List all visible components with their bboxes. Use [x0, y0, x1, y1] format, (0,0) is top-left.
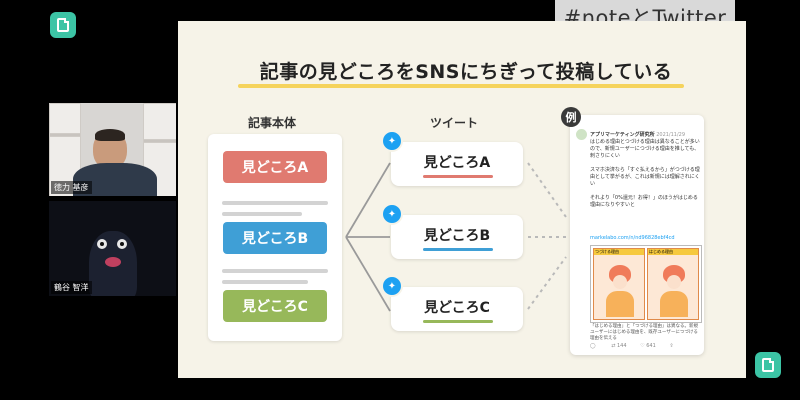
- article-highlight-a: 見どころA: [223, 151, 327, 183]
- text-line: [222, 269, 328, 273]
- panel-title-left: つづける理由: [594, 249, 644, 255]
- connector-lines: [345, 162, 391, 312]
- twitter-bird-icon: ✦: [381, 275, 403, 297]
- reply-icon[interactable]: ◯: [590, 343, 596, 349]
- note-logo-icon: [50, 12, 76, 38]
- text-line: [222, 201, 328, 205]
- tweet-card-b: ✦ 見どころB: [381, 203, 523, 259]
- twitter-bird-icon: ✦: [381, 203, 403, 225]
- tweet-label-c: 見どころC: [424, 300, 490, 316]
- article-card: 見どころA 見どころB 見どころC: [208, 134, 342, 341]
- manga-panel-right: はじめる理由: [647, 248, 699, 320]
- account-name: アプリマーケティング研究所: [590, 132, 655, 138]
- article-column-label: 記事本体: [248, 116, 297, 130]
- panel-title-right: はじめる理由: [648, 249, 698, 255]
- slide-title: 記事の見どころをSNSにちぎって投稿している: [259, 61, 673, 83]
- image-caption: 「はじめる理由」と「つづける理由」は異なる。新規ユーザーにはじめる理由を、既存ユ…: [590, 324, 698, 341]
- tweet-underline-b: [423, 248, 493, 251]
- manga-panel-left: つづける理由: [593, 248, 645, 320]
- text-line: [222, 212, 302, 216]
- tweet-card-c: ✦ 見どころC: [381, 275, 523, 331]
- tweet-body: はじめる理由とつづける理由は異なることが多いので、新規ユーザーにつづける理由を推…: [590, 139, 700, 208]
- account-avatar: [576, 129, 587, 140]
- tweet-example-card: アプリマーケティング研究所 2021/11/29 はじめる理由とつづける理由は異…: [570, 115, 704, 355]
- tweet-underline-c: [423, 320, 493, 323]
- share-icon[interactable]: ⇪: [669, 343, 674, 349]
- text-line: [222, 280, 308, 284]
- like-icon[interactable]: ♡: [640, 343, 645, 349]
- tweet-actions: ◯ ⇄ 144 ♡ 641 ⇪: [590, 343, 674, 349]
- tweet-link[interactable]: markelabo.com/n/nd96828ebf4cd: [590, 235, 675, 241]
- example-badge: 例: [561, 107, 581, 127]
- tweet-column-label: ツイート: [430, 116, 479, 130]
- presentation-slide: 記事の見どころをSNSにちぎって投稿している 記事本体 ツイート 見どころA 見…: [178, 21, 746, 378]
- participant-name-1: 徳力 基彦: [51, 181, 92, 194]
- camera-feed-1: 徳力 基彦: [49, 103, 176, 196]
- twitter-bird-icon: ✦: [381, 130, 403, 152]
- tweet-header: アプリマーケティング研究所 2021/11/29: [590, 131, 685, 138]
- note-logo-icon: [755, 352, 781, 378]
- article-highlight-b: 見どころB: [223, 222, 327, 254]
- manga-image: つづける理由 はじめる理由: [590, 245, 702, 323]
- camera-feed-2: 鶴谷 智洋: [49, 201, 176, 296]
- tweet-underline-a: [423, 175, 493, 178]
- retweet-count: 144: [617, 343, 627, 349]
- participant-name-2: 鶴谷 智洋: [51, 281, 92, 294]
- retweet-icon[interactable]: ⇄: [611, 343, 616, 349]
- like-count: 641: [646, 343, 656, 349]
- tweet-date: 2021/11/29: [656, 132, 686, 138]
- article-highlight-c: 見どころC: [223, 290, 327, 322]
- dotted-connectors: [527, 162, 567, 310]
- title-underline: [238, 84, 684, 88]
- tweet-card-a: ✦ 見どころA: [381, 130, 523, 186]
- tweet-label-b: 見どころB: [423, 228, 491, 244]
- tweet-label-a: 見どころA: [423, 155, 491, 171]
